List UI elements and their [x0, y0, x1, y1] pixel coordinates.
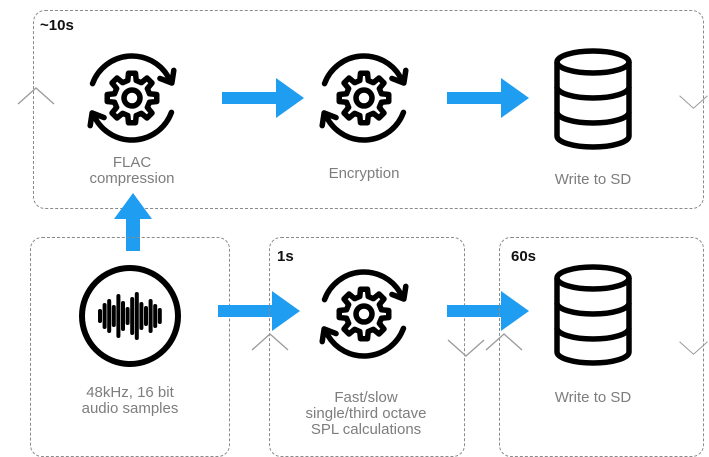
- audio-label-line-2: audio samples: [81, 400, 179, 418]
- spl-group-timing: 1s: [277, 248, 294, 265]
- spl-label-line-3: SPL calculations: [310, 421, 422, 439]
- database-icon: [554, 264, 632, 366]
- expand-up-chevron-icon[interactable]: [16, 86, 56, 106]
- flow-arrow-right: [447, 291, 529, 331]
- write-to-sd-label: Write to SD: [554, 389, 632, 406]
- write-to-sd-label: Write to SD: [554, 171, 632, 188]
- encryption-label: Encryption: [328, 165, 400, 182]
- expand-down-chevron-icon[interactable]: [446, 338, 486, 358]
- expand-up-chevron-icon[interactable]: [250, 332, 290, 352]
- gear-cycle-icon: [319, 53, 409, 143]
- spl-label-line-2: single/third octave: [305, 405, 427, 423]
- audio-label-line-1: 48kHz, 16 bit: [86, 384, 174, 401]
- flac-compression-label: FLAC compression: [82, 154, 182, 188]
- flow-arrow-right: [222, 78, 304, 118]
- expand-down-chevron-icon[interactable]: [678, 92, 709, 112]
- flow-arrow-right: [218, 291, 300, 331]
- expand-down-chevron-icon[interactable]: [678, 338, 709, 358]
- flac-label-line-1: FLAC: [112, 154, 152, 171]
- top-group-timing: ~10s: [40, 17, 74, 34]
- flow-arrow-up: [114, 193, 152, 251]
- top-pipeline-group: [33, 10, 704, 209]
- gear-cycle-icon: [87, 53, 177, 143]
- expand-up-chevron-icon[interactable]: [484, 332, 524, 352]
- database-icon: [554, 48, 632, 150]
- audio-waveform-icon: [79, 265, 181, 367]
- gear-cycle-icon: [319, 269, 409, 359]
- flac-label-line-2: compression: [89, 170, 175, 188]
- spl-label-line-1: Fast/slow: [334, 389, 398, 406]
- audio-samples-label: 48kHz, 16 bit audio samples: [80, 384, 180, 418]
- spl-calculations-label: Fast/slow single/third octave SPL calcul…: [286, 389, 446, 439]
- write-group-timing: 60s: [511, 248, 537, 265]
- flow-arrow-right: [447, 78, 529, 118]
